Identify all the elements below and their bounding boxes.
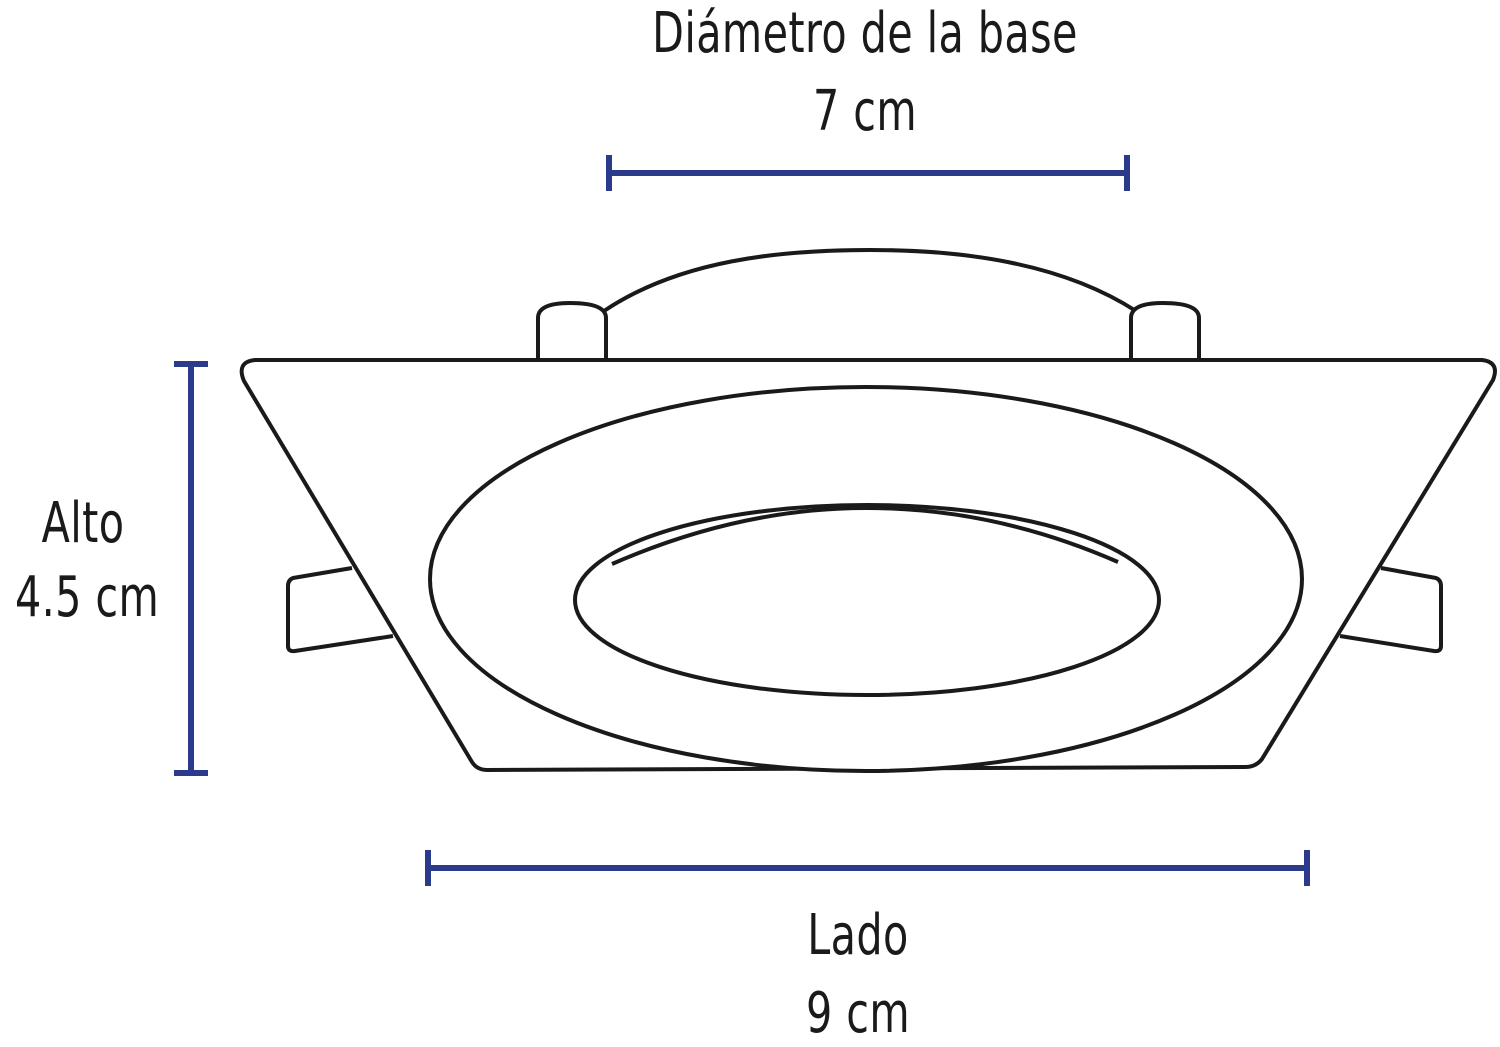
right-stud (1129, 301, 1201, 362)
side-value: 9 cm (805, 981, 910, 1046)
left-spring-clip (286, 566, 394, 654)
height-value: 4.5 cm (14, 565, 160, 630)
base-diameter-dimension-line (606, 155, 1130, 191)
top-dome (602, 248, 1138, 362)
inner-opening (573, 503, 1161, 697)
height-label: Alto (41, 491, 125, 556)
base-diameter-value: 7 cm (812, 79, 917, 144)
lamp-recess-edge (611, 506, 1119, 566)
base-diameter-label: Diámetro de la base (652, 1, 1078, 66)
right-spring-clip (1339, 566, 1443, 654)
side-dimension-line (425, 850, 1310, 886)
side-label: Lado (807, 903, 909, 968)
left-stud (536, 301, 608, 362)
height-dimension-line (174, 361, 208, 776)
